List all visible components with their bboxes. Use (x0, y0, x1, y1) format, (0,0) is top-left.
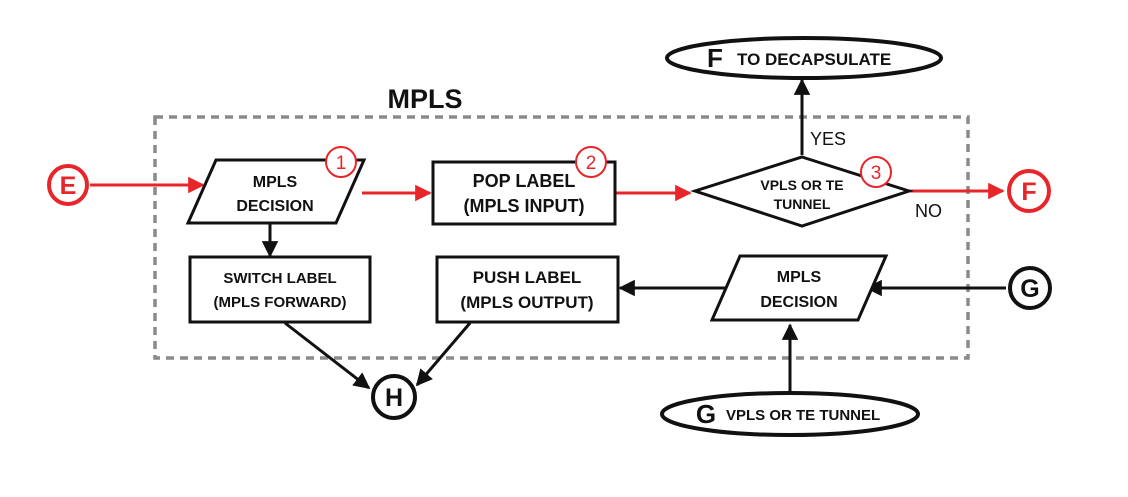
switch-label-line1: SWITCH LABEL (223, 270, 336, 287)
arrow-switch-label-to-h (284, 321, 371, 390)
mpls-decision-input-line1: MPLS (253, 174, 298, 191)
connector-g-input: G (1008, 266, 1052, 310)
vpls-decision-line1: VPLS OR TE (760, 177, 843, 193)
switch-label-line2: (MPLS FORWARD) (213, 294, 346, 311)
connector-h-label: H (385, 384, 403, 412)
edge-label-no: NO (915, 201, 942, 221)
step-badge-3-number: 3 (871, 163, 882, 184)
step-badge-2: 2 (575, 146, 607, 178)
pop-label-line1: POP LABEL (473, 171, 576, 191)
push-label-line1: PUSH LABEL (473, 268, 582, 287)
connector-f-output-label: F (1021, 178, 1036, 206)
switch-label-node: SWITCH LABEL (MPLS FORWARD) (188, 255, 372, 324)
step-badge-1: 1 (325, 146, 357, 178)
terminal-decapsulate: F TO DECAPSULATE (665, 36, 943, 80)
vpls-decision-line2: TUNNEL (774, 196, 831, 212)
edge-label-yes: YES (810, 129, 846, 149)
connector-e: E (47, 164, 89, 206)
terminal-vpls-tunnel-letter: G (696, 399, 716, 429)
step-badge-1-number: 1 (336, 153, 347, 174)
mpls-decision-input-node: MPLS DECISION (185, 158, 367, 225)
pop-label-line2: (MPLS INPUT) (464, 196, 585, 216)
terminal-decapsulate-text: TO DECAPSULATE (737, 50, 891, 69)
connector-h: H (371, 374, 417, 420)
mpls-title: MPLS (387, 84, 462, 114)
push-label-node: PUSH LABEL (MPLS OUTPUT) (435, 255, 620, 324)
mpls-decision-output-node: MPLS DECISION (709, 254, 889, 322)
mpls-decision-output-line1: MPLS (777, 269, 822, 286)
arrow-push-label-to-h (415, 322, 472, 387)
step-badge-2-number: 2 (586, 153, 597, 174)
pop-label-node: POP LABEL (MPLS INPUT) (431, 160, 617, 226)
terminal-decapsulate-letter: F (707, 43, 723, 73)
mpls-boundary (153, 115, 970, 360)
push-label-line2: (MPLS OUTPUT) (460, 293, 593, 312)
connector-f-output: F (1007, 169, 1051, 213)
mpls-decision-output-line2: DECISION (760, 294, 837, 311)
step-badge-3: 3 (860, 156, 892, 188)
mpls-decision-input-line2: DECISION (236, 198, 313, 215)
terminal-vpls-tunnel-text: VPLS OR TE TUNNEL (726, 407, 880, 424)
connector-g-input-label: G (1020, 275, 1039, 303)
terminal-vpls-tunnel: G VPLS OR TE TUNNEL (660, 391, 920, 437)
connector-e-label: E (60, 172, 77, 200)
